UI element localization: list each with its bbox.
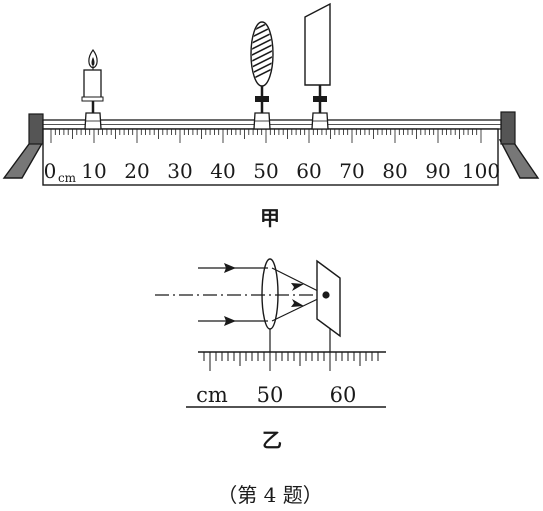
lens-hatch-line	[250, 0, 274, 8]
ruler-a-label: 70	[339, 159, 364, 183]
figure-b-screen	[316, 259, 341, 338]
ruler-a-unit-label: cm	[58, 171, 77, 185]
figure-b-unit-label: cm	[196, 383, 228, 407]
problem-number-label: （第 4 题）	[217, 483, 322, 507]
ruler-a-label: 40	[210, 159, 235, 183]
ruler-a-ticks	[50, 129, 482, 143]
figure-b-label-50: 50	[257, 383, 284, 407]
ray-arrow-icon	[224, 263, 236, 273]
figure-b-caption: 乙	[262, 428, 282, 452]
screen-holder	[313, 96, 327, 102]
ray-arrow-icon	[224, 316, 236, 326]
ruler-a-label: 10	[81, 159, 106, 183]
lens-hatch-line	[252, 55, 272, 69]
candle-flame-inner-icon	[91, 57, 95, 66]
ruler-a-label: 90	[425, 159, 450, 183]
ruler-a-label: 30	[167, 159, 192, 183]
bench-left-leg	[2, 139, 46, 179]
ray-arrow-icon	[291, 299, 304, 307]
focal-point	[322, 291, 330, 299]
incident-rays	[198, 263, 268, 326]
ray-arrow-icon	[291, 283, 304, 291]
bench-right-end-block	[500, 111, 516, 145]
bench-left-end-block	[28, 113, 44, 145]
bench-right-leg	[498, 139, 540, 179]
figure-b-lens	[261, 258, 279, 330]
candle-body	[83, 69, 102, 99]
ruler-a-label: 50	[253, 159, 278, 183]
lens-hatch-line	[252, 61, 272, 75]
convex-lens	[250, 0, 274, 130]
lens-hatch-line	[252, 43, 272, 57]
bench-ruler	[42, 128, 499, 186]
ruler-a-label: 80	[382, 159, 407, 183]
ruler-b-ticks	[203, 352, 379, 371]
figure-b-focus-diagram: cm 50 60 乙	[155, 258, 386, 452]
lens-holder	[255, 96, 269, 102]
ruler-a-zero-label: 0	[44, 159, 57, 183]
lens-hatch-line	[250, 2, 274, 14]
candle	[81, 48, 104, 130]
light-screen	[304, 2, 331, 130]
ruler-a-label: 20	[124, 159, 149, 183]
ruler-a-label: 60	[296, 159, 321, 183]
figure-b-label-60: 60	[330, 383, 357, 407]
lens-hatch-line	[250, 0, 274, 2]
lens-hatch-line	[252, 37, 272, 51]
light-screen-panel	[304, 2, 331, 86]
figure-a-caption: 甲	[260, 206, 280, 230]
lens-hatch-line	[252, 49, 272, 63]
ruler-a-label: 100	[462, 159, 500, 183]
candle-holder-cap	[81, 96, 104, 102]
lens-hatch-line	[250, 8, 274, 20]
